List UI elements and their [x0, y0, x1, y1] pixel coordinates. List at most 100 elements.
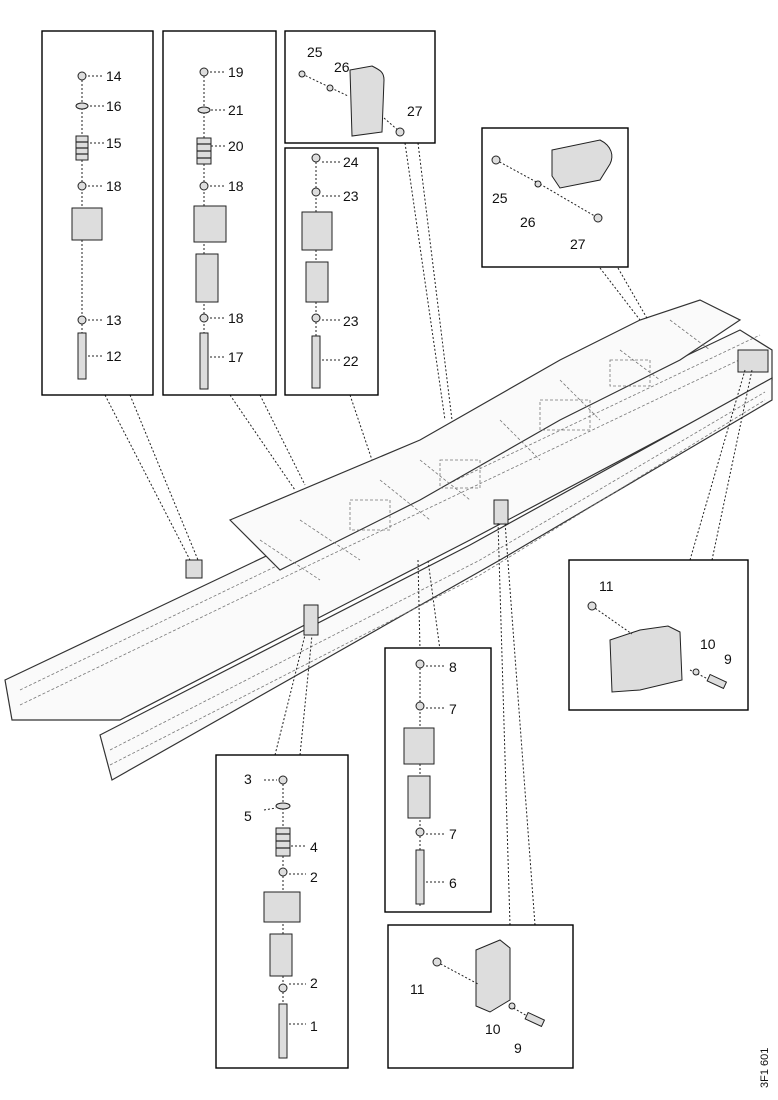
bracket-b-lower — [195, 253, 219, 303]
bolt-22 — [311, 335, 321, 389]
nut-11a — [587, 601, 597, 611]
detail-box-b: 19 21 20 18 18 17 — [162, 30, 277, 396]
callout-20: 20 — [228, 138, 244, 154]
bolt-9b — [524, 1011, 546, 1028]
callout-4: 4 — [310, 839, 318, 855]
bushing-23b — [311, 313, 321, 323]
nut-3 — [278, 775, 288, 785]
drawing-reference: 3F1 601 — [759, 1048, 771, 1088]
bracket-c — [349, 65, 385, 137]
callout-14: 14 — [106, 68, 122, 84]
bushing-18a — [77, 181, 87, 191]
callout-12: 12 — [106, 348, 122, 364]
callout-24: 24 — [343, 154, 359, 170]
callout-11: 11 — [410, 981, 425, 997]
leader-lines — [104, 142, 753, 926]
frame-bracket-front — [303, 604, 319, 636]
bolt-25a — [298, 70, 306, 78]
callout-26: 26 — [520, 214, 536, 230]
frame-bracket-rear — [737, 349, 769, 373]
bracket-h-lower — [269, 933, 293, 977]
washer-10b — [508, 1002, 516, 1010]
bracket-d-lower — [305, 261, 329, 303]
bracket-g-lower — [407, 775, 431, 819]
callout-23: 23 — [343, 313, 359, 329]
callout-27: 27 — [407, 103, 423, 119]
spring-4 — [275, 827, 291, 857]
nut-8 — [415, 659, 425, 669]
bushing-18b — [199, 181, 209, 191]
bolt-1 — [278, 1003, 288, 1059]
washer-21 — [197, 106, 211, 114]
callout-3: 3 — [244, 771, 252, 787]
bracket-g-upper — [403, 727, 435, 765]
washer-16 — [75, 102, 89, 110]
nut-27a — [395, 127, 405, 137]
detail-box-c: 25 26 27 — [284, 30, 436, 144]
callout-8: 8 — [449, 659, 457, 675]
frame-rail-right — [99, 376, 773, 781]
washer-13 — [77, 315, 87, 325]
callout-7: 7 — [449, 701, 457, 717]
callout-18: 18 — [106, 178, 122, 194]
callout-26: 26 — [334, 59, 350, 75]
bushing-7a — [415, 701, 425, 711]
nut-24 — [311, 153, 321, 163]
callout-11: 11 — [599, 578, 614, 594]
callout-25: 25 — [307, 44, 323, 60]
detail-box-a: 14 16 15 18 13 12 — [41, 30, 154, 396]
bushing-2a — [278, 867, 288, 877]
callout-13: 13 — [106, 312, 122, 328]
frame-bracket-left — [185, 559, 203, 579]
bushing-7b — [415, 827, 425, 837]
callout-10: 10 — [700, 636, 716, 652]
washer-5 — [275, 802, 291, 810]
callout-16: 16 — [106, 98, 122, 114]
bolt-17 — [199, 332, 209, 390]
callout-9: 9 — [514, 1040, 522, 1056]
callout-5: 5 — [244, 808, 252, 824]
bushing-23a — [311, 187, 321, 197]
washer-10a — [692, 668, 700, 676]
washer-26a — [326, 84, 334, 92]
detail-box-g: 8 7 7 6 — [384, 647, 492, 913]
detail-box-d: 24 23 23 22 — [284, 147, 379, 396]
callout-2: 2 — [310, 975, 318, 991]
callout-23: 23 — [343, 188, 359, 204]
bracket-f — [609, 625, 683, 693]
callout-18: 18 — [228, 178, 244, 194]
frame-crossmembers — [228, 299, 742, 571]
bushing-18c — [199, 313, 209, 323]
detail-box-i: 11 10 9 — [387, 924, 574, 1069]
washer-26b — [534, 180, 542, 188]
detail-box-f: 11 10 9 — [568, 559, 749, 711]
callout-9: 9 — [724, 651, 732, 667]
detail-box-e: 25 26 27 — [481, 127, 629, 268]
callout-17: 17 — [228, 349, 244, 365]
bracket-d-upper — [301, 211, 333, 251]
callout-21: 21 — [228, 102, 244, 118]
callout-10: 10 — [485, 1021, 501, 1037]
bolt-25b — [491, 155, 501, 165]
callout-22: 22 — [343, 353, 359, 369]
bracket-e — [551, 139, 613, 189]
callout-25: 25 — [492, 190, 508, 206]
callout-1: 1 — [310, 1018, 318, 1034]
nut-19 — [199, 67, 209, 77]
callout-2: 2 — [310, 869, 318, 885]
callout-19: 19 — [228, 64, 244, 80]
nut-27b — [593, 213, 603, 223]
nut-14 — [77, 71, 87, 81]
bracket-h-upper — [263, 891, 301, 923]
detail-box-h: 3 5 4 2 2 1 — [215, 754, 349, 1069]
bolt-9a — [706, 673, 728, 690]
nut-11b — [432, 957, 442, 967]
chassis-frame — [4, 299, 773, 781]
callout-18: 18 — [228, 310, 244, 326]
bracket-i — [475, 939, 511, 1013]
callout-15: 15 — [106, 135, 122, 151]
callout-7: 7 — [449, 826, 457, 842]
callout-6: 6 — [449, 875, 457, 891]
frame-bracket-mid — [493, 499, 509, 525]
